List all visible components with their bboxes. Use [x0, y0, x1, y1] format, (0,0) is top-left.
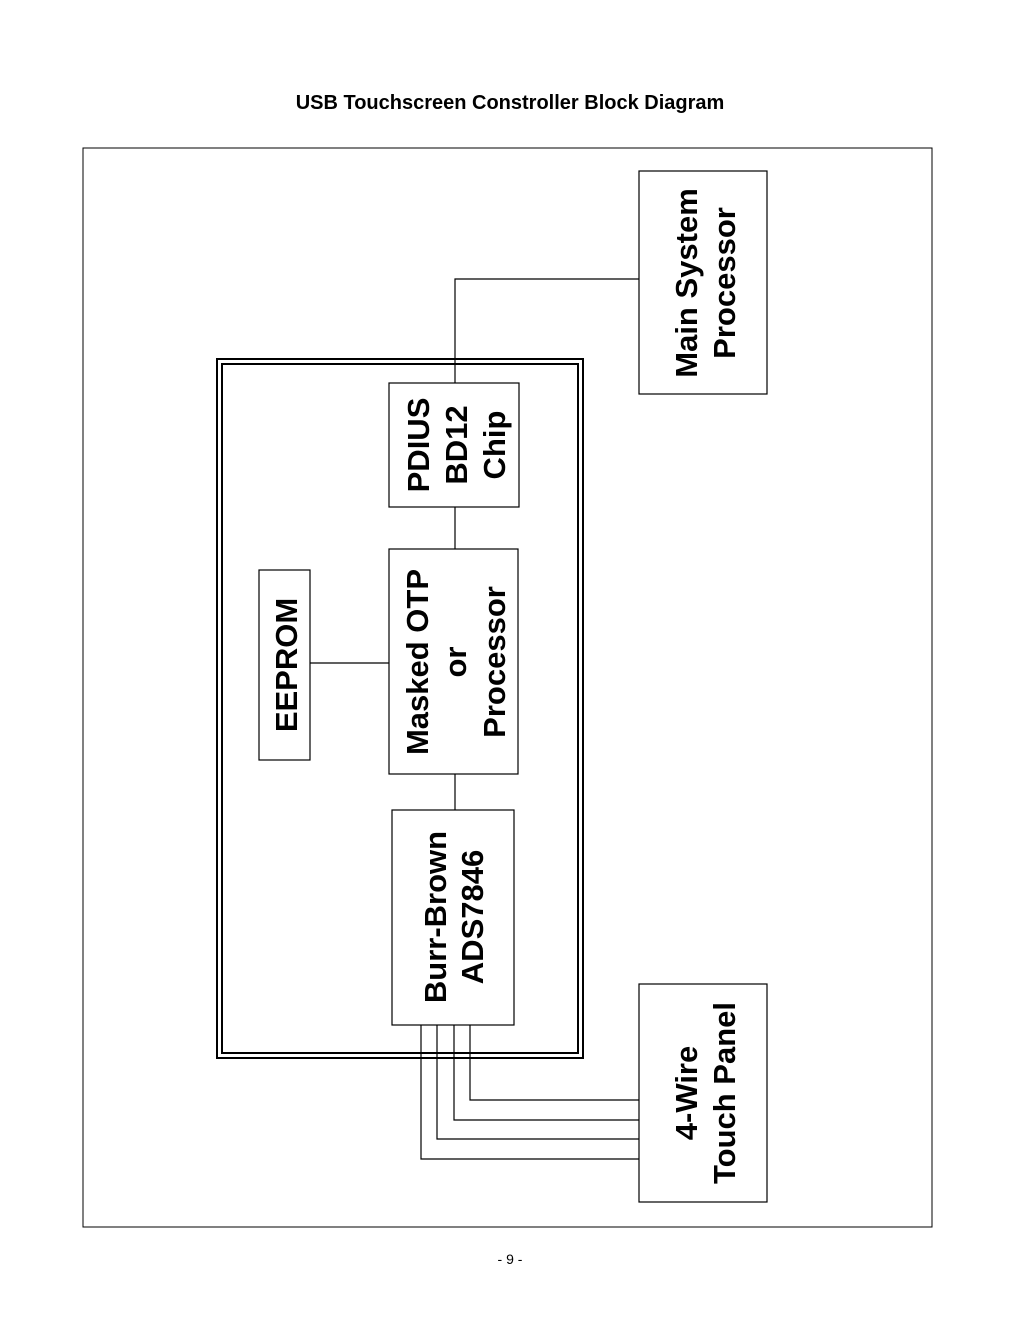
wire-touch-3 [453, 1025, 639, 1121]
touch-panel-block: 4-Wire Touch Panel [638, 983, 768, 1203]
svg-text:ADS7846: ADS7846 [455, 850, 490, 984]
wire-touch-1 [420, 1025, 639, 1160]
svg-text:Burr-Brown: Burr-Brown [418, 831, 453, 1003]
svg-text:EEPROM: EEPROM [269, 598, 304, 732]
svg-text:Processor: Processor [707, 207, 742, 359]
adc-label-2: ADS7846 [455, 850, 490, 984]
masked-otp-label-2: or [438, 647, 473, 678]
adc-label-1: Burr-Brown [418, 831, 453, 1003]
touch-panel-label-1: 4-Wire [669, 1046, 704, 1140]
svg-text:BD12: BD12 [439, 405, 474, 484]
page-title: USB Touchscreen Constroller Block Diagra… [295, 92, 725, 114]
main-processor-label-2: Processor [707, 207, 742, 359]
controller-board-inner [221, 363, 579, 1054]
pdiusbd12-label-3: Chip [477, 411, 512, 480]
masked-otp-label-3: Processor [477, 586, 512, 738]
pdiusbd12-label-1: PDIUS [401, 398, 436, 493]
svg-text:or: or [438, 647, 473, 678]
wire-usb-to-main-processor [454, 278, 639, 383]
masked-otp-label-1: Masked OTP [400, 569, 435, 755]
main-processor-block: Main System Processor [638, 170, 768, 395]
svg-text:Processor: Processor [477, 586, 512, 738]
diagram-frame [82, 147, 933, 1228]
adc-block: Burr-Brown ADS7846 [391, 809, 515, 1026]
touch-panel-label-2: Touch Panel [707, 1002, 742, 1184]
eeprom-label: EEPROM [269, 598, 304, 732]
pdiusbd12-block: PDIUS BD12 Chip [388, 382, 520, 508]
svg-text:Main System: Main System [669, 188, 704, 378]
svg-text:Masked OTP: Masked OTP [400, 569, 435, 755]
main-processor-label-1: Main System [669, 188, 704, 378]
eeprom-block: EEPROM [258, 569, 311, 761]
page-number: - 9 - [497, 1251, 523, 1267]
svg-text:Touch Panel: Touch Panel [707, 1002, 742, 1184]
svg-text:PDIUS: PDIUS [401, 398, 436, 493]
wire-touch-4 [469, 1025, 639, 1101]
svg-text:4-Wire: 4-Wire [669, 1046, 704, 1140]
svg-text:Chip: Chip [477, 411, 512, 480]
controller-board-outer [216, 358, 584, 1059]
wire-touch-2 [436, 1025, 639, 1140]
pdiusbd12-label-2: BD12 [439, 405, 474, 484]
masked-otp-block: Masked OTP or Processor [388, 548, 519, 775]
